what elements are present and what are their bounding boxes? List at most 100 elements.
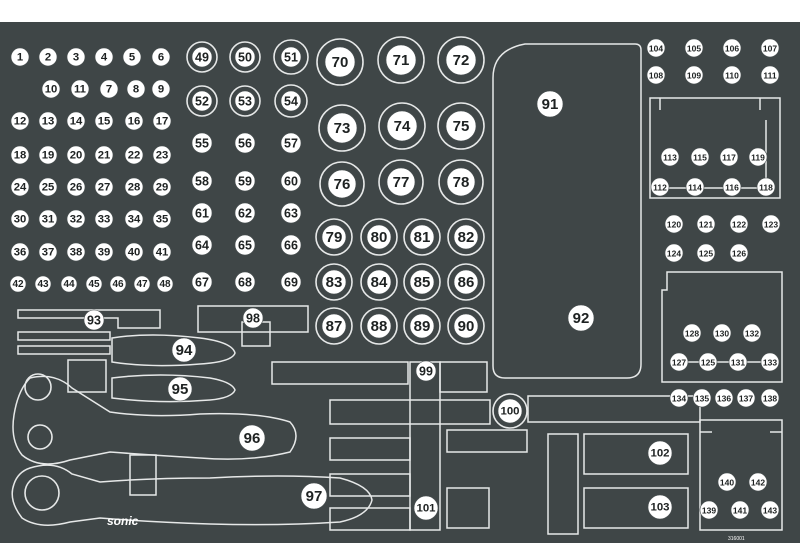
label-number: 10 — [45, 84, 58, 96]
position-label-72: 72 — [445, 44, 477, 76]
position-label-52: 52 — [191, 90, 213, 112]
label-badge — [714, 388, 734, 408]
label-number: 143 — [763, 506, 777, 516]
label-badge — [38, 111, 58, 131]
compartment-139-143 — [699, 419, 783, 531]
position-label-28: 28 — [124, 177, 144, 197]
label-badge — [94, 209, 114, 229]
position-label-25: 25 — [38, 177, 58, 197]
position-label-74: 74 — [386, 110, 418, 142]
position-label-34: 34 — [124, 209, 144, 229]
label-number: 127 — [672, 358, 686, 368]
position-label-73: 73 — [326, 112, 358, 144]
label-number: 125 — [701, 358, 715, 368]
label-badge — [409, 269, 435, 295]
position-label-138: 138 — [760, 388, 780, 408]
label-number: 70 — [332, 54, 349, 71]
label-badge — [366, 313, 392, 339]
label-number: 8 — [133, 84, 139, 96]
label-number: 77 — [393, 174, 410, 191]
label-badge — [152, 177, 172, 197]
label-number: 5 — [129, 52, 135, 64]
label-badge — [722, 38, 742, 58]
socket-102-outline — [583, 433, 689, 475]
position-label-49: 49 — [191, 46, 213, 68]
label-number: 124 — [667, 249, 681, 259]
label-badge — [698, 352, 718, 372]
label-badge — [60, 275, 78, 293]
label-number: 62 — [238, 207, 252, 221]
position-label-45: 45 — [85, 275, 103, 293]
label-badge — [696, 243, 716, 263]
label-badge — [280, 46, 302, 68]
label-number: 11 — [74, 84, 86, 96]
position-label-56: 56 — [234, 132, 256, 154]
label-number: 26 — [70, 182, 83, 194]
label-badge — [94, 47, 114, 67]
label-badge — [453, 269, 479, 295]
label-number: 29 — [156, 182, 169, 194]
label-badge — [682, 323, 702, 343]
position-label-75: 75 — [445, 110, 477, 142]
label-number: 109 — [687, 71, 701, 81]
position-label-63: 63 — [280, 202, 302, 224]
label-number: 119 — [751, 153, 765, 163]
position-label-112: 112 — [650, 177, 670, 197]
position-label-3: 3 — [66, 47, 86, 67]
ratchet-96-outline — [12, 375, 297, 465]
position-label-88: 88 — [366, 313, 392, 339]
label-number: 139 — [702, 506, 716, 516]
position-label-113: 113 — [660, 147, 680, 167]
position-label-136: 136 — [714, 388, 734, 408]
label-number: 71 — [393, 52, 410, 69]
label-number: 52 — [195, 95, 209, 109]
position-label-83: 83 — [321, 269, 347, 295]
label-number: 135 — [695, 394, 709, 404]
label-number: 120 — [667, 220, 681, 230]
label-badge — [38, 47, 58, 67]
label-badge — [94, 177, 114, 197]
position-label-108: 108 — [646, 65, 666, 85]
label-number: 91 — [542, 96, 559, 113]
label-badge — [10, 242, 30, 262]
position-label-116: 116 — [722, 177, 742, 197]
position-label-123: 123 — [761, 214, 781, 234]
position-label-68: 68 — [234, 271, 256, 293]
label-number: 28 — [128, 182, 141, 194]
label-badge — [151, 79, 171, 99]
position-label-23: 23 — [152, 145, 172, 165]
label-number: 106 — [725, 44, 739, 54]
label-badge — [760, 500, 780, 520]
label-badge — [66, 242, 86, 262]
label-badge — [413, 495, 439, 521]
position-label-100: 100 — [497, 398, 523, 424]
label-number: 115 — [693, 153, 707, 163]
label-badge — [38, 177, 58, 197]
label-badge — [409, 313, 435, 339]
label-badge — [124, 209, 144, 229]
label-number: 48 — [159, 279, 171, 290]
compartment-113-119 — [649, 97, 781, 199]
position-label-22: 22 — [124, 145, 144, 165]
label-number: 22 — [128, 150, 141, 162]
label-number: 81 — [414, 229, 431, 246]
label-badge — [280, 170, 302, 192]
label-badge — [34, 275, 52, 293]
label-number: 46 — [112, 279, 124, 290]
position-label-135: 135 — [692, 388, 712, 408]
position-label-41: 41 — [152, 242, 172, 262]
label-badge — [94, 111, 114, 131]
label-number: 59 — [238, 175, 252, 189]
label-number: 51 — [284, 51, 298, 65]
label-badge — [171, 337, 197, 363]
label-badge — [191, 202, 213, 224]
position-label-80: 80 — [366, 224, 392, 250]
position-label-61: 61 — [191, 202, 213, 224]
label-number: 111 — [763, 71, 777, 81]
label-number: 74 — [394, 118, 411, 135]
label-number: 53 — [238, 95, 252, 109]
label-number: 118 — [759, 183, 773, 193]
position-label-67: 67 — [191, 271, 213, 293]
position-label-77: 77 — [386, 167, 416, 197]
